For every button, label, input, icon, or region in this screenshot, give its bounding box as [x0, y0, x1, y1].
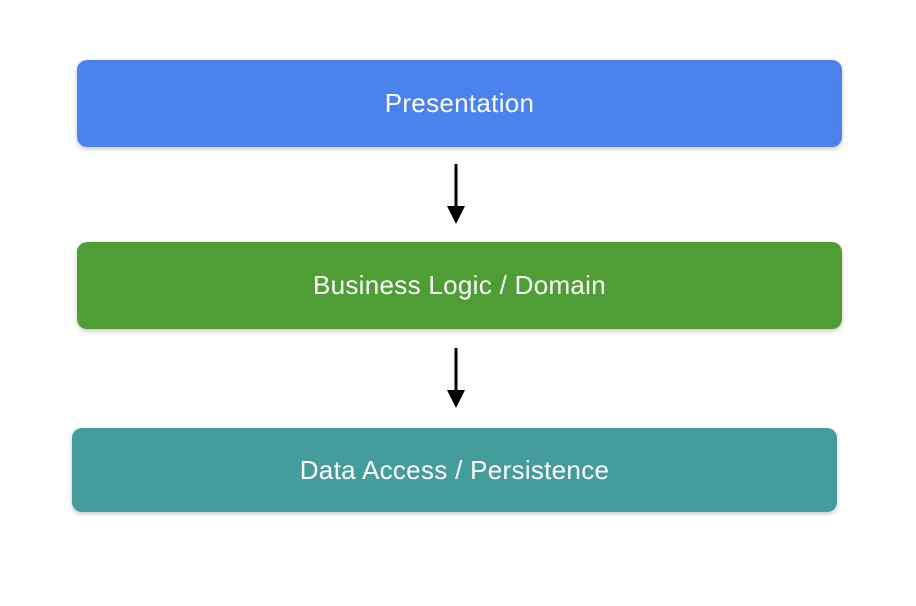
down-arrow-icon: [447, 348, 465, 408]
layer-label-data-access: Data Access / Persistence: [299, 454, 610, 485]
layer-box-presentation: Presentation: [77, 60, 842, 147]
layer-box-data-access: Data Access / Persistence: [72, 428, 837, 512]
layer-box-business-logic: Business Logic / Domain: [77, 242, 842, 329]
layer-label-business-logic: Business Logic / Domain: [312, 270, 607, 300]
layer-label-presentation: Presentation: [384, 88, 535, 118]
down-arrow-icon: [447, 164, 465, 224]
